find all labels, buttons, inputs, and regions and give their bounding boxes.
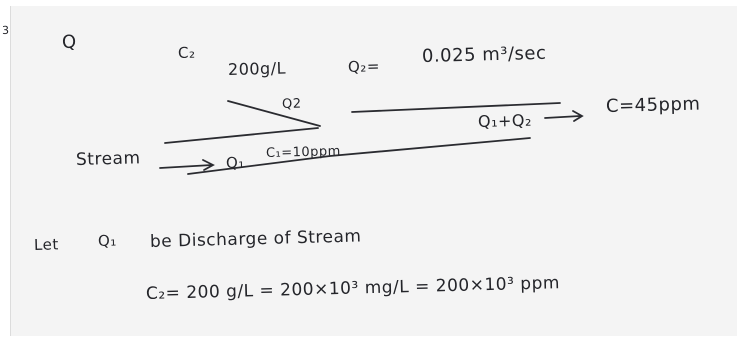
question-label: Q xyxy=(61,31,77,53)
c2-value: 200g/L xyxy=(227,58,287,79)
q1-text: Q₁ xyxy=(97,231,118,250)
tributary-lower-line xyxy=(164,127,319,144)
c2-label: C₂ xyxy=(177,43,196,62)
q2-value: 0.025 m³/sec xyxy=(421,42,547,67)
stream-label: Stream xyxy=(75,148,141,170)
stream-lower-line xyxy=(187,137,531,175)
q2-value-label: Q₂= xyxy=(347,57,381,76)
stream-arrowhead xyxy=(202,159,215,171)
tributary-upper-line xyxy=(227,100,321,127)
stream-arrow-line xyxy=(159,164,213,169)
result-arrow-line xyxy=(544,115,581,119)
sum-label: Q₁+Q₂ xyxy=(477,110,533,131)
downstream-upper-line xyxy=(351,102,561,113)
paper-background xyxy=(10,6,737,336)
result-arrowhead xyxy=(572,110,584,122)
c1-value: C₁=10ppm xyxy=(265,144,342,161)
margin-mark: 3 xyxy=(1,23,10,37)
q1-label: Q₁ xyxy=(225,153,246,172)
q2-arrow-label: Q2 xyxy=(281,96,302,112)
c-result: C=45ppm xyxy=(605,93,701,117)
let-word: Let xyxy=(33,235,59,254)
